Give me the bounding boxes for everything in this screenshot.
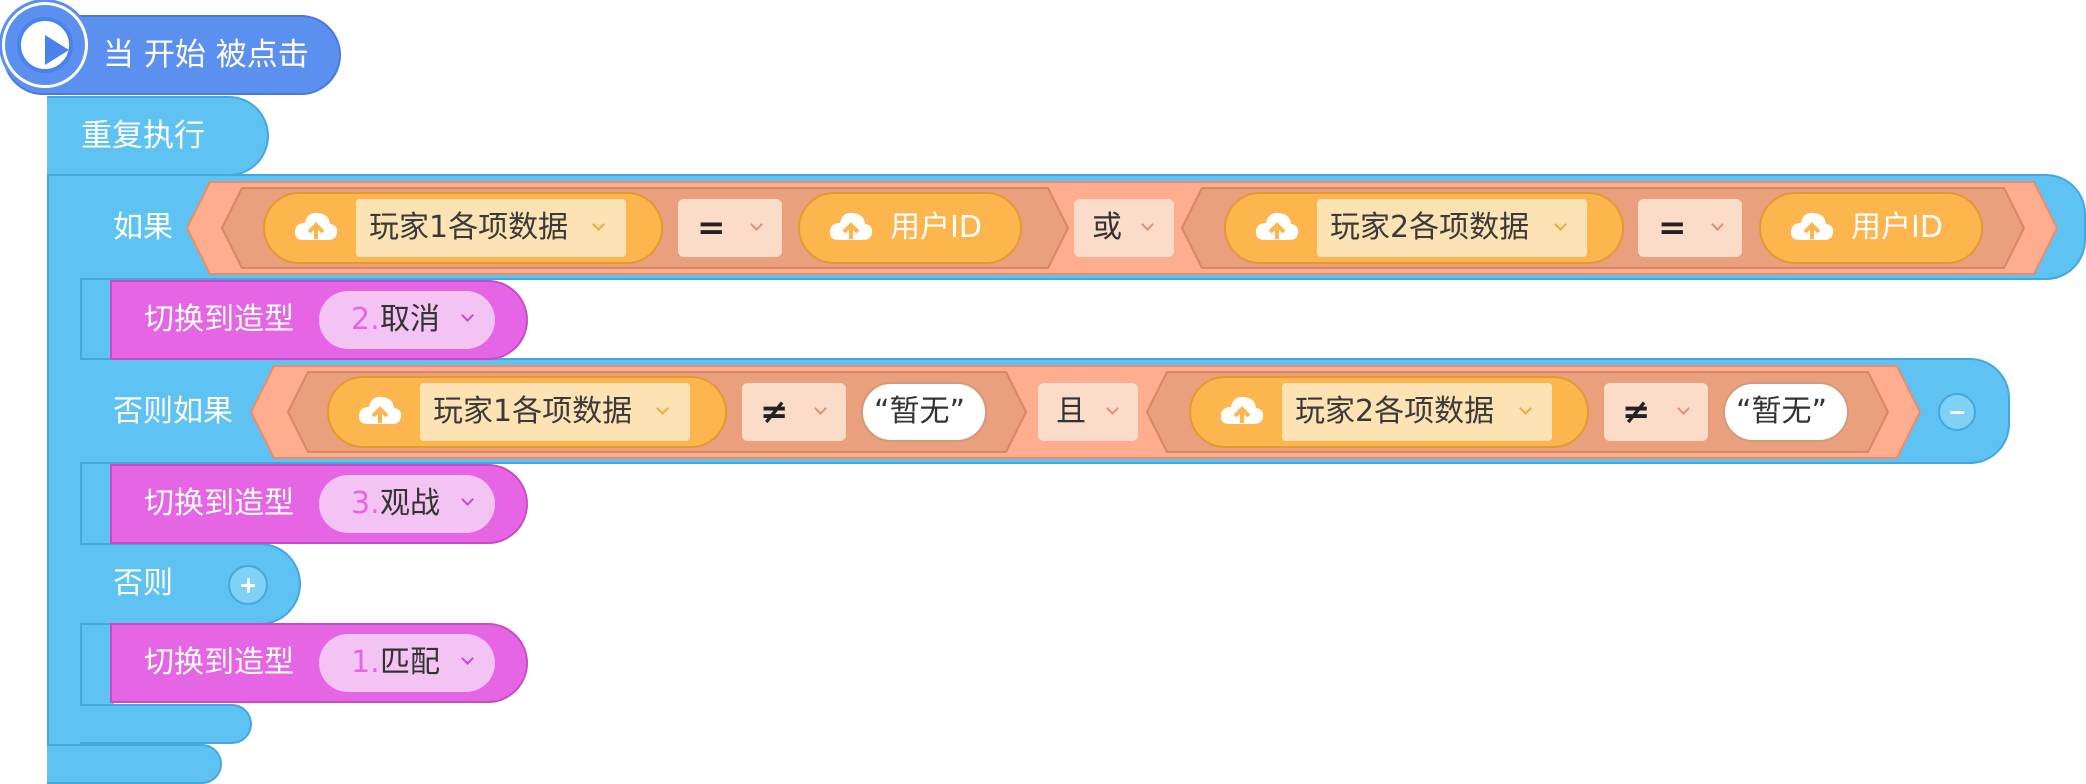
remove-branch-button[interactable] <box>1938 393 1976 431</box>
data-name: 玩家2各项数据 <box>1330 210 1530 245</box>
costume-name: 匹配 <box>380 645 440 680</box>
string-value: “暂无” <box>874 394 966 429</box>
string-literal[interactable] <box>1723 382 1849 442</box>
string-literal[interactable] <box>861 382 987 442</box>
costume-name: 取消 <box>380 302 440 337</box>
data-dropdown[interactable] <box>1282 383 1552 441</box>
loop-body-bar <box>47 96 82 784</box>
if-else-footer <box>80 704 252 744</box>
cloud-upload-icon <box>829 212 873 240</box>
operator-symbol: ≠ <box>760 392 789 432</box>
operator-dropdown[interactable] <box>742 383 846 441</box>
logic-dropdown[interactable] <box>1074 199 1174 257</box>
operator-symbol: = <box>1658 208 1687 248</box>
switch-costume-label: 切换到造型 <box>144 645 294 680</box>
repeat-forever-label: 重复执行 <box>81 118 205 154</box>
data-dropdown[interactable] <box>356 199 626 257</box>
data-name: 玩家1各项数据 <box>369 210 569 245</box>
else-label: 否则 <box>113 566 173 601</box>
when-start-clicked-label: 当 开始 被点击 <box>103 37 309 73</box>
operator-symbol: ≠ <box>1622 392 1651 432</box>
string-value: “暂无” <box>1736 394 1828 429</box>
cloud-upload-icon <box>1220 396 1264 424</box>
operator-symbol: = <box>697 208 726 248</box>
cloud-upload-icon <box>358 396 402 424</box>
costume-name: 观战 <box>380 486 440 521</box>
user-id-label: 用户ID <box>1851 210 1943 245</box>
operator-dropdown[interactable] <box>678 199 782 257</box>
costume-dropdown[interactable] <box>319 475 495 533</box>
logic-word: 或 <box>1092 210 1122 245</box>
loop-footer <box>47 744 222 784</box>
logic-dropdown[interactable] <box>1038 383 1138 441</box>
costume-number: 2. <box>351 302 380 337</box>
switch-costume-label: 切换到造型 <box>144 486 294 521</box>
logic-word: 且 <box>1056 394 1086 429</box>
elseif-label: 否则如果 <box>113 394 233 429</box>
user-id-label: 用户ID <box>890 210 982 245</box>
costume-number: 3. <box>351 486 380 521</box>
play-icon-circle <box>17 17 73 73</box>
costume-dropdown[interactable] <box>319 291 495 349</box>
data-name: 玩家2各项数据 <box>1295 394 1495 429</box>
data-dropdown[interactable] <box>420 383 690 441</box>
operator-dropdown[interactable] <box>1604 383 1708 441</box>
repeat-forever-block[interactable] <box>47 96 269 176</box>
if-label: 如果 <box>113 210 173 245</box>
cloud-upload-icon <box>1255 212 1299 240</box>
data-name: 玩家1各项数据 <box>433 394 633 429</box>
costume-dropdown[interactable] <box>319 634 495 692</box>
cloud-upload-icon <box>1790 212 1834 240</box>
cloud-upload-icon <box>294 212 338 240</box>
data-dropdown[interactable] <box>1317 199 1587 257</box>
switch-costume-label: 切换到造型 <box>144 302 294 337</box>
operator-dropdown[interactable] <box>1638 199 1742 257</box>
costume-number: 1. <box>351 645 380 680</box>
add-branch-button[interactable] <box>228 565 268 605</box>
play-icon <box>2 2 88 88</box>
play-triangle <box>45 35 69 65</box>
